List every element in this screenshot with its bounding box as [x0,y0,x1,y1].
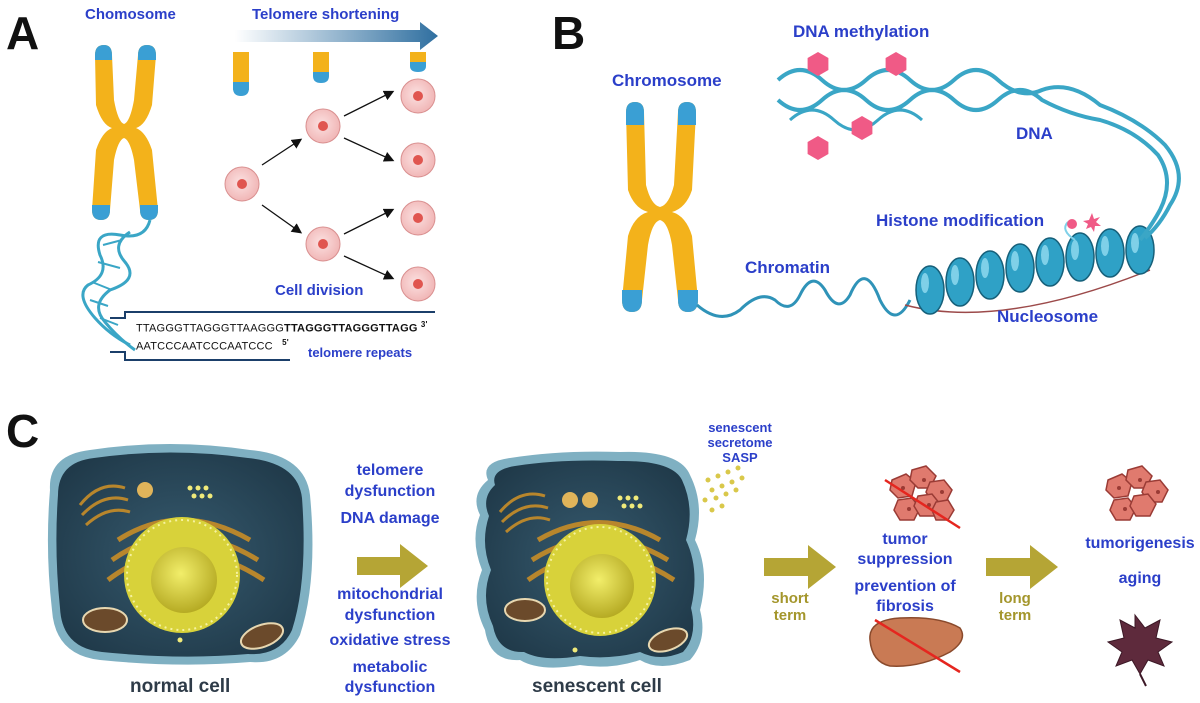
leaf-icon [1106,613,1174,687]
stressor-telomere-line1: telomere [356,462,424,479]
normal-cell-label: normal cell [130,676,231,697]
panel-a-graphics [81,22,438,361]
senescent-cell-illustration [475,451,704,668]
chromosome-label-b: Chromosome [612,71,722,90]
cell-gen1-bottom [305,226,341,262]
stressor-telomere-line2: dysfunction [344,483,436,500]
arrow-stress [357,544,428,588]
aging-label: aging [1118,570,1162,587]
stressor-oxidative: oxidative stress [329,632,451,649]
short-term-line1: short [771,590,809,607]
cell-gen0 [224,166,260,202]
stressor-mito-line1: mitochondrial [337,586,443,603]
tumorigenesis-label: tumorigenesis [1085,535,1195,552]
nucleosome-label: Nucleosome [997,307,1099,326]
tumor-suppression-line2: suppression [857,551,953,568]
telomere-repeats-label: telomere repeats [308,345,413,360]
arrow-short-term [764,545,836,589]
cell-gen1-top [305,108,341,144]
stressor-telomere: telomere dysfunction [310,460,470,502]
histone-marks [1064,213,1101,241]
senescent-cell-label: senescent cell [532,676,662,697]
stressor-dna-damage: DNA damage [340,510,440,527]
sequence-top-bold: TTAGGGTTAGGGTTAGG [284,322,418,335]
shortening-arrow [235,22,438,50]
panel-b-letter: B [552,7,586,59]
long-term-line2: term [998,607,1032,624]
cell-gen2-2 [400,142,436,178]
panel-b-graphics [622,52,1181,318]
dna-methylation-label: DNA methylation [793,22,930,41]
cell-gen2-4 [400,266,436,302]
short-term-label: short term [760,590,820,624]
dna-label: DNA [1016,124,1053,143]
tumor-cluster-suppressed [884,465,961,530]
dna-strand-a [81,219,152,352]
cell-division-label: Cell division [275,282,364,299]
prevention-fibrosis-label: prevention of fibrosis [845,577,965,617]
sasp-label: senescent secretome SASP [690,420,790,465]
arrow-long-term [986,545,1058,589]
cell-gen2-1 [400,78,436,114]
olive-arrows [357,544,1058,589]
telomere-chromatid-2 [313,52,329,83]
stressor-mito-line2: dysfunction [344,607,436,624]
chromatin-fiber [696,277,912,318]
sasp-line3: SASP [722,450,758,465]
sequence-top: TTAGGGTTAGGGTTAAGGGTTAGGGTTAGGGTTAGG 3' [136,320,428,335]
cell-gen2-3 [400,200,436,236]
histone-modification-label: Histone modification [876,211,1045,230]
tumorigenesis-cluster [1105,465,1169,521]
stressor-metabolic-line1: metabolic [352,659,428,676]
sequence-bottom: AATCCCAATCCCAATCCC 5' [136,338,289,353]
stressor-mitochondrial: mitochondrial dysfunction [310,584,470,626]
sequence-brackets [110,311,435,361]
telomere-shortening-label: Telomere shortening [252,6,400,23]
sasp-line1: senescent [708,420,772,435]
sequence-bottom-end: 5' [282,338,289,347]
prevention-fibrosis-line1: prevention of [854,578,956,595]
short-term-line2: term [773,607,807,624]
sequence-bottom-text: AATCCCAATCCCAATCCC [136,340,273,353]
prevention-fibrosis-line2: fibrosis [876,598,934,615]
stressor-metabolic-line2: dysfunction [344,679,436,696]
panel-a-letter: A [6,7,40,59]
cell-division-tree [224,78,436,302]
chromatin-label: Chromatin [745,258,830,277]
chromosome-b [622,102,698,312]
sasp-particles [702,465,745,513]
nucleosome-array [904,225,1155,315]
telomere-chromatid-1 [233,52,249,96]
panel-c-graphics [47,444,1174,687]
sasp-line2: secretome [707,435,773,450]
stressor-metabolic: metabolic dysfunction [310,658,470,698]
chromosome-a [92,45,158,220]
long-term-line1: long [999,590,1031,607]
chromosome-label-a: Chomosome [85,6,176,23]
tumor-suppression-line1: tumor [882,531,928,548]
methylation-marks [807,52,907,160]
telomere-chromatid-3 [410,52,426,72]
tumor-suppression-label: tumor suppression [850,530,960,570]
sequence-top-plain: TTAGGGTTAGGGTTAAGGG [136,322,285,335]
sequence-top-end: 3' [420,320,428,329]
panel-c-letter: C [6,405,40,457]
normal-cell-illustration [47,444,313,665]
liver-suppressed [869,616,964,674]
long-term-label: long term [990,590,1040,624]
